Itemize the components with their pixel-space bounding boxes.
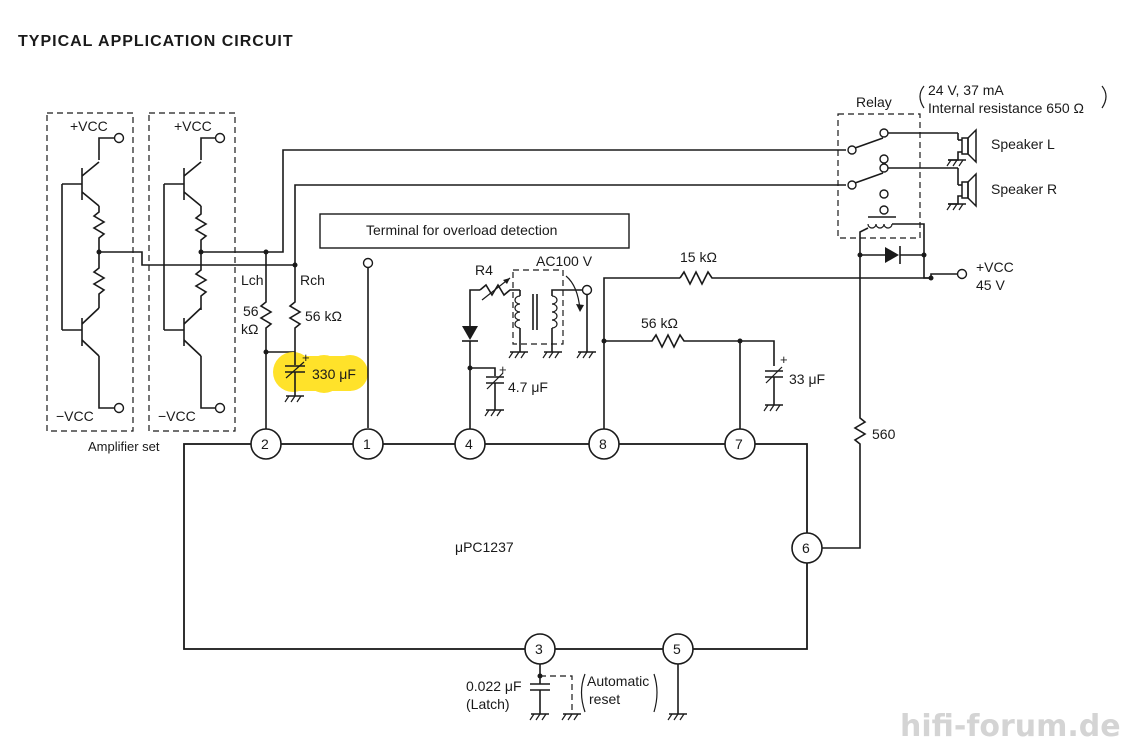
vcc-plus-terminal-left (113, 132, 125, 144)
ic-pin-8: 8 (588, 428, 620, 460)
diagram-title: TYPICAL APPLICATION CIRCUIT (18, 33, 294, 50)
capacitor-330uf: + (284, 350, 310, 403)
ic-pin-2: 2 (250, 428, 282, 460)
svg-text:5: 5 (673, 641, 681, 657)
latch-label: (Latch) (466, 696, 510, 712)
speaker-r-label: Speaker R (991, 181, 1057, 197)
ic-pin-1: 1 (352, 428, 384, 460)
vcc-45v-terminal (956, 268, 968, 280)
svg-text:7: 7 (735, 436, 743, 452)
resistor-lch-unit: kΩ (241, 321, 258, 337)
relay-spec-line2: Internal resistance 650 Ω (928, 100, 1084, 116)
relay-contacts (847, 128, 958, 215)
relay-box (837, 113, 921, 239)
relay-label: Relay (856, 94, 892, 110)
diode-pin4 (462, 326, 478, 340)
svg-text:+: + (302, 350, 310, 365)
amplifier-box-left (46, 112, 134, 432)
overload-terminal-box (319, 213, 630, 249)
vcc-minus-terminal-left (113, 402, 125, 414)
ac100-label: AC100 V (536, 253, 593, 269)
vcc-45v-label-top: +VCC (976, 259, 1014, 275)
vcc-minus-label-right: −VCC (158, 408, 196, 424)
resistor-15k-label: 15 kΩ (680, 249, 717, 265)
vcc-plus-label-left: +VCC (70, 118, 108, 134)
relay-coil (859, 216, 925, 255)
speaker-l-label: Speaker L (991, 136, 1055, 152)
svg-text:2: 2 (261, 436, 269, 452)
ic-name: μPC1237 (455, 539, 514, 555)
vcc-plus-terminal-right (214, 132, 226, 144)
capacitor-latch-label: 0.022 μF (466, 678, 522, 694)
automatic-reset-line1: Automatic (587, 673, 649, 689)
ic-pin-7: 7 (724, 428, 756, 460)
resistor-rch-label: 56 kΩ (305, 308, 342, 324)
lch-label: Lch (241, 272, 264, 288)
amplifier-right: +VCC −VCC (158, 118, 226, 424)
overload-terminal-label: Terminal for overload detection (366, 222, 557, 238)
vcc-minus-label-left: −VCC (56, 408, 94, 424)
speaker-r-icon (946, 168, 977, 211)
speaker-l-icon (946, 128, 977, 167)
resistor-56k-pin7-label: 56 kΩ (641, 315, 678, 331)
amplifier-set-label: Amplifier set (88, 439, 160, 454)
diode-relay (885, 247, 899, 263)
resistor-560-label: 560 (872, 426, 896, 442)
vcc-minus-terminal-right (214, 402, 226, 414)
capacitor-33uf-label: 33 μF (789, 371, 825, 387)
transformer-box (512, 269, 564, 345)
svg-text:4: 4 (465, 436, 473, 452)
capacitor-330uf-highlight (273, 352, 368, 393)
r4-label: R4 (475, 262, 493, 278)
automatic-reset-line2: reset (589, 691, 620, 707)
svg-text:+: + (780, 352, 788, 367)
capacitor-4-7uf-label: 4.7 μF (508, 379, 548, 395)
ic-pin-5: 5 (662, 633, 694, 665)
svg-text:8: 8 (599, 436, 607, 452)
relay-spec-line1: 24 V, 37 mA (928, 82, 1004, 98)
svg-text:+: + (499, 362, 507, 377)
ac100-terminal (581, 284, 593, 296)
pin1-terminal (362, 257, 374, 269)
transformer (514, 289, 583, 352)
capacitor-330uf-label: 330 μF (312, 366, 356, 382)
ground-symbols-transformer (508, 351, 596, 359)
junction-dot (263, 349, 269, 355)
amplifier-box-right (148, 112, 236, 432)
junction-dot (928, 275, 934, 281)
rch-label: Rch (300, 272, 325, 288)
ic-pin-3: 3 (524, 633, 556, 665)
watermark: hifi-forum.de (900, 709, 1121, 744)
vcc-plus-label-right: +VCC (174, 118, 212, 134)
svg-text:1: 1 (363, 436, 371, 452)
ic-pin-6: 6 (791, 532, 823, 564)
svg-text:6: 6 (802, 540, 810, 556)
svg-text:3: 3 (535, 641, 543, 657)
ic-pin-4: 4 (454, 428, 486, 460)
resistor-lch-value: 56 (243, 303, 259, 319)
amplifier-left: +VCC −VCC (56, 118, 125, 424)
vcc-45v-label-bottom: 45 V (976, 277, 1005, 293)
